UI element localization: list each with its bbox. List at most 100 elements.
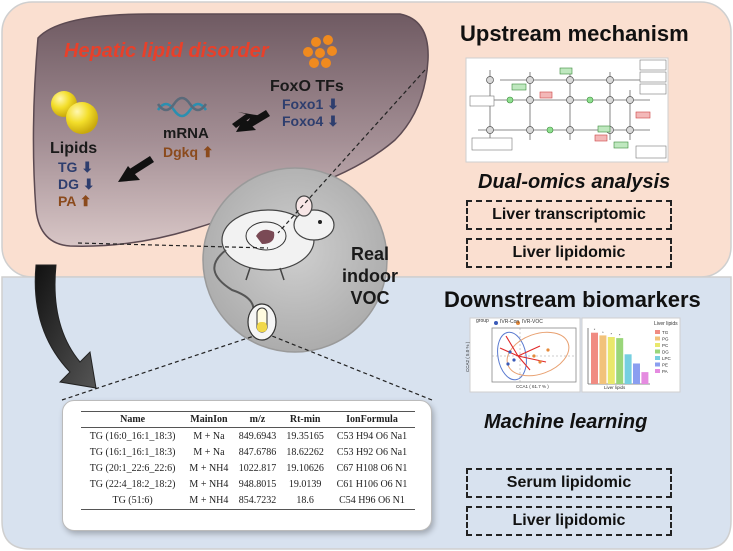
bar-pa: [641, 372, 649, 384]
table-row: TG (22:4_18:2_18:2) M + NH4 948.8015 19.…: [81, 477, 415, 493]
lipid-biomarker-table: Name MainIon m/z Rt-min IonFormula TG (1…: [81, 411, 415, 510]
foxo-gene-1: Foxo1 ⬇: [282, 96, 339, 112]
dual-omics-title: Dual-omics analysis: [478, 171, 671, 193]
bar-lpc: [624, 354, 632, 384]
pca-legend-item-2: IVR-VOC: [522, 319, 543, 325]
bar-legend-swatch: [655, 356, 660, 360]
pathway-diagram: [465, 57, 669, 163]
header-rt: Rt-min: [281, 411, 329, 428]
test-tube-icon: [247, 303, 277, 341]
arrow-mrna-to-lipids: [128, 156, 154, 176]
bar-legend-label: PC: [662, 343, 669, 348]
dna-helix-icon: [156, 96, 208, 118]
bar-star: *: [594, 327, 596, 332]
cell-ion: M + NH4: [189, 462, 229, 474]
cell-name: TG (16:1_16:1_18:3): [89, 446, 176, 458]
foxo-dots-icon: [303, 35, 337, 68]
table-row: TG (16:1_16:1_18:3) M + Na 847.6786 18.6…: [81, 444, 415, 460]
pca-ylabel: CCA2 ( 5.0 % ): [465, 341, 470, 372]
downstream-title: Downstream biomarkers: [444, 287, 701, 312]
cell-mz: 847.6786: [238, 446, 277, 458]
cell-rt: 19.0139: [288, 479, 322, 491]
bar-legend-label: TG: [662, 330, 669, 335]
bar-legend-label: PG: [662, 337, 669, 342]
table-row: TG (51:6) M + NH4 854.7232 18.6 C54 H96 …: [81, 492, 415, 510]
mrna-title: mRNA: [163, 125, 209, 142]
cell-formula: C53 H94 O6 Na1: [336, 430, 408, 442]
bar-legend-swatch: [655, 362, 660, 367]
bar-pg: [599, 335, 607, 384]
lipid-droplets-icon: [51, 91, 98, 134]
bar-legend-swatch: [655, 336, 660, 341]
big-curved-arrow: [34, 264, 97, 389]
cell-rt: 18.6: [281, 492, 329, 510]
lipid-pa: PA ⬆: [58, 193, 92, 209]
bar-legend-label: LPC: [662, 356, 672, 361]
pca-legend-group: group: [476, 318, 489, 324]
bar-legend-label: PA: [662, 369, 668, 374]
serum-lipidomic-box: Serum lipidomic: [466, 468, 672, 498]
cell-ion: M + Na: [193, 446, 225, 458]
leader-lines: [61, 69, 433, 401]
pca-plot: [469, 317, 581, 393]
pca-xlabel: CCA1 ( 61.7 % ): [516, 384, 549, 389]
header-name: Name: [81, 411, 185, 428]
center-line-3: VOC: [350, 288, 390, 308]
arrow-foxo-to-mrna: [232, 112, 262, 128]
foxo-title: FoxO TFs: [270, 78, 344, 95]
liver-lipidomic-box-upstream: Liver lipidomic: [466, 238, 672, 268]
mrna-gene: Dgkq ⬆: [163, 144, 214, 160]
cell-name: TG (51:6): [81, 492, 185, 510]
cell-formula: C53 H92 O6 Na1: [336, 446, 408, 458]
bar-chart-bars: * * * *: [591, 327, 649, 384]
cell-rt: 18.62262: [286, 446, 324, 458]
cell-ion: M + NH4: [189, 479, 229, 491]
bar-legend-swatch: [655, 343, 660, 347]
lipids-title: Lipids: [50, 140, 98, 157]
cell-mz: 849.6943: [238, 430, 277, 442]
center-line-1: Real: [350, 244, 390, 264]
cell-rt: 19.35165: [286, 430, 324, 442]
cell-ion: M + Na: [193, 430, 225, 442]
bar-star: *: [602, 330, 604, 335]
pca-legend-item-1: IVR-Con: [500, 319, 520, 325]
table-header-row: Name MainIon m/z Rt-min IonFormula: [81, 411, 415, 428]
cell-formula: C61 H106 O6 N1: [336, 479, 408, 491]
table-row: TG (20:1_22:6_22:6) M + NH4 1022.817 19.…: [81, 460, 415, 476]
foxo-gene-2: Foxo4 ⬇: [282, 113, 339, 129]
bar-pc: [607, 337, 615, 384]
cell-formula: C54 H96 O6 N1: [328, 492, 415, 510]
lipid-tg: TG ⬇: [58, 159, 94, 175]
lipid-biomarker-table-card: Name MainIon m/z Rt-min IonFormula TG (1…: [62, 400, 432, 531]
liver-lipidomic-box-downstream: Liver lipidomic: [466, 506, 672, 536]
cell-formula: C67 H108 O6 N1: [336, 462, 408, 474]
header-mainion: MainIon: [184, 411, 234, 428]
bar-legend-label: DG: [662, 350, 669, 355]
arrow-foxo-to-mrna-2: [246, 110, 270, 128]
upstream-title: Upstream mechanism: [460, 21, 689, 46]
bar-legend-label: PE: [662, 363, 668, 368]
bar-star: *: [611, 332, 613, 337]
liver-title: Hepatic lipid disorder: [64, 40, 269, 62]
cell-ion: M + NH4: [184, 492, 234, 510]
cell-mz: 1022.817: [238, 462, 277, 474]
lipid-dg: DG ⬇: [58, 176, 95, 192]
center-line-2: indoor: [342, 266, 398, 286]
cell-name: TG (16:0_16:1_18:3): [89, 430, 176, 442]
cell-mz: 948.8015: [238, 479, 277, 491]
bar-legend-swatch: [655, 369, 660, 373]
cell-rt: 19.10626: [286, 462, 324, 474]
bar-pe: [633, 363, 640, 384]
bar-legend-swatch: [655, 330, 660, 334]
bar-legend-title: Liver lipids: [654, 321, 678, 327]
header-formula: IonFormula: [328, 411, 415, 428]
bar-star: *: [619, 333, 621, 338]
table-row: TG (16:0_16:1_18:3) M + Na 849.6943 19.3…: [81, 428, 415, 445]
bar-legend-swatch: [655, 349, 660, 354]
cell-mz: 854.7232: [233, 492, 282, 510]
liver-transcriptomic-box: Liver transcriptomic: [466, 200, 672, 230]
bar-xlabel: Liver lipids: [604, 385, 626, 390]
bar-dg: [616, 338, 624, 384]
header-mz: m/z: [233, 411, 282, 428]
